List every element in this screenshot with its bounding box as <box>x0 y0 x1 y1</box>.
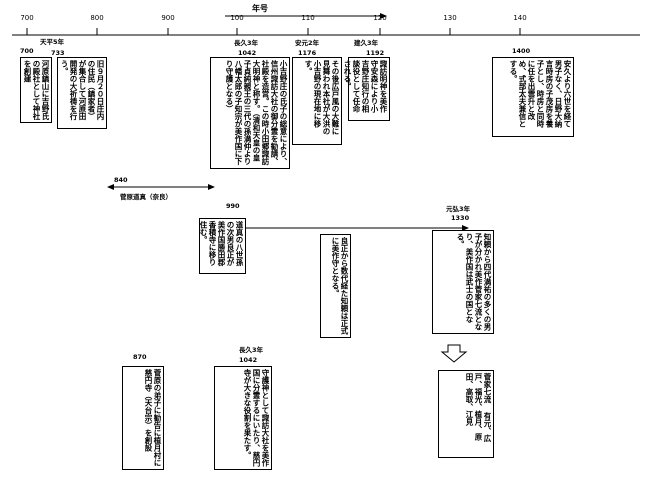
tick-100: 100 <box>230 14 244 22</box>
label-era-1042b: 長久3年 <box>239 346 264 354</box>
box-1042: 小吉野庄の氏子の総意により、信州諏訪大社の御分霊を勧請、社殿を造営。この時小田郷… <box>210 57 290 169</box>
label-era-1176: 安元2年 <box>295 39 320 47</box>
label-era-1042a: 長久3年 <box>234 39 259 47</box>
label-1042a: 1042 <box>238 49 257 57</box>
tick-700: 700 <box>20 14 34 22</box>
tick-800: 800 <box>90 14 104 22</box>
box-990: 道真の八世孫の次男良正が美作国勝田郡香積寺に移り住む。 <box>199 218 246 274</box>
axis-arrowhead <box>380 13 387 19</box>
box-1042b: 守護神として諏訪大社を美作国に分霊するにいたり、慈円寺が大きな役割を果たす。 <box>214 366 272 470</box>
label-840: 840 <box>114 176 128 184</box>
label-990: 990 <box>226 202 240 210</box>
tick-140: 140 <box>513 14 527 22</box>
tick-900: 900 <box>161 14 175 22</box>
label-era-1192: 建久3年 <box>354 39 379 47</box>
label-1400: 1400 <box>512 47 531 55</box>
label-870: 870 <box>133 353 147 361</box>
box-1176: その後広戸風の大難に見舞われ本社が大洪の小吉野の現在地に移す。 <box>292 57 342 145</box>
tick-120: 120 <box>373 14 387 22</box>
box-1400: 安久より六世を経て男子なく、日野大納言時房の子茂房を養子とし、時房と同時に任を出… <box>492 57 574 137</box>
box-kanke: 菅家七流 有元、広戸、福光、植月、原田、高取、江見 <box>438 370 494 458</box>
label-sugawara: 菅原道真（奈良） <box>120 193 172 201</box>
box-mid: 良正から数代経た知頼は正式に美作守となる。 <box>320 234 351 338</box>
label-700: 700 <box>20 47 34 55</box>
label-era-733: 天平5年 <box>40 38 65 46</box>
label-733: 733 <box>51 49 65 57</box>
box-1192: 諏訪明神を美作守安森により小吉野庄知行の相談役として任命される。 <box>343 57 390 121</box>
label-1192: 1192 <box>366 49 385 57</box>
box-870: 菅原の弟子に勧告に植月村に慈円寺（天台宗）を創設 <box>122 366 164 470</box>
tick-110: 110 <box>301 14 315 22</box>
box-733: 旧９月２０日庄内の住民（鎮家者）が集合して河原田開発の大祈祷を行う。 <box>57 57 107 129</box>
down-arrow <box>440 344 468 363</box>
label-1330: 1330 <box>451 214 470 222</box>
box-1330: 知頼から四代満祐の多くの男子が分かれ美作菅家七流となり、美作国は武士の国となる。 <box>432 230 494 334</box>
label-1176: 1176 <box>298 49 317 57</box>
axis-title: 年号 <box>252 4 268 13</box>
tick-130: 130 <box>443 14 457 22</box>
label-1042b: 1042 <box>239 356 258 364</box>
box-700: 河原鎮山に吉野氏の殿社として神社を創建 <box>20 57 52 123</box>
label-era-1330: 元弘3年 <box>446 205 471 213</box>
